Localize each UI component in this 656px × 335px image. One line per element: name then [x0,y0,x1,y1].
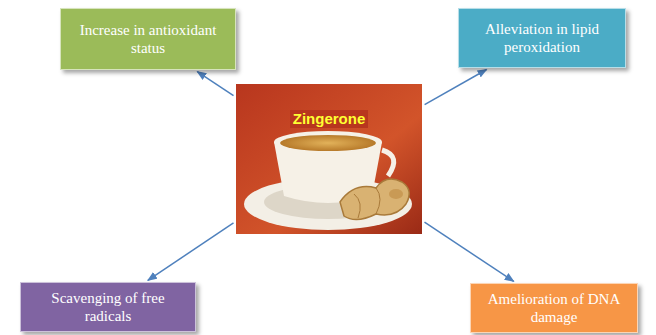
effect-box: Alleviation in lipid peroxidation [458,8,626,68]
arrow-connector [197,72,233,96]
effect-box: Amelioration of DNA damage [470,283,638,333]
ginger-tea-illustration [236,84,422,234]
arrow-connector [425,222,514,281]
arrow-connector [425,69,487,104]
illustration-node: Zingerone [236,84,422,234]
box-text: Alleviation in lipid peroxidation [459,20,625,56]
arrow-connector [148,223,234,280]
center-label: Zingerone [290,110,369,128]
box-text: Increase in antioxidant status [61,21,235,57]
effect-box: Increase in antioxidant status [60,8,236,70]
box-text: Scavenging of free radicals [21,289,195,325]
box-text: Amelioration of DNA damage [471,290,637,326]
effect-box: Scavenging of free radicals [20,282,196,332]
